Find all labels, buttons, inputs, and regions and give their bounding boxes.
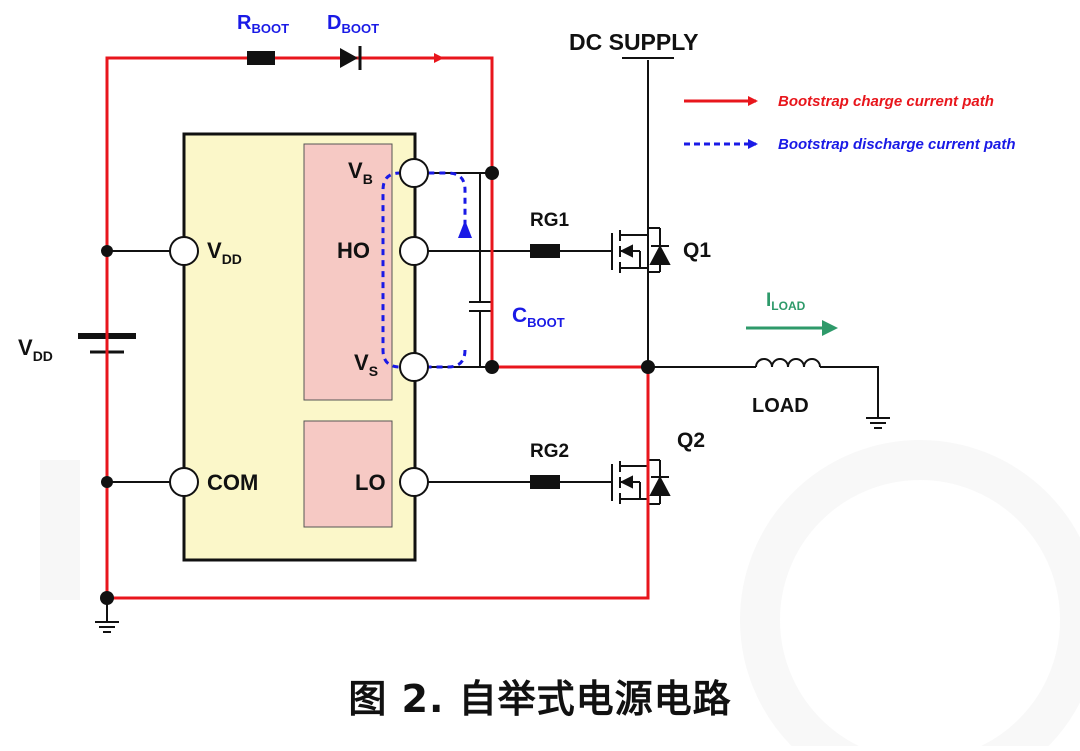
- junction-dots: [100, 166, 655, 605]
- ho-label: HO: [337, 238, 370, 263]
- rg1-label: RG1: [530, 210, 570, 231]
- q1-mosfet: [611, 227, 671, 273]
- q2-mosfet: [611, 459, 671, 505]
- dc-supply-label: DC SUPPLY: [569, 29, 699, 55]
- ground-left: [95, 621, 119, 633]
- low-side-driver-block: [303, 420, 393, 528]
- load-inductor: [755, 358, 821, 368]
- legend: Bootstrap charge current path Bootstrap …: [684, 93, 1016, 153]
- pin-com: [169, 467, 199, 497]
- cboot-label: CBOOT: [512, 304, 565, 330]
- vdd-pin-label: VDD: [207, 238, 242, 267]
- iload-label: ILOAD: [766, 290, 806, 313]
- load-label: LOAD: [752, 395, 809, 417]
- q2-label: Q2: [677, 429, 705, 452]
- ground-load: [866, 417, 890, 429]
- com-label: COM: [207, 470, 258, 495]
- figure-caption: 图 2. 自举式电源电路: [348, 677, 732, 721]
- ic-pins: [169, 158, 429, 497]
- pin-vb: [399, 158, 429, 188]
- rboot-resistor: [247, 51, 275, 65]
- rg2-label: RG2: [530, 441, 569, 462]
- discharge-arrow-icon: [458, 220, 472, 238]
- dboot-diode: [340, 46, 362, 70]
- rg1-resistor: [530, 244, 560, 258]
- pin-vs: [399, 352, 429, 382]
- high-side-driver-block: [303, 143, 393, 401]
- lo-label: LO: [355, 470, 386, 495]
- vs-label: VS: [354, 350, 378, 379]
- legend-charge-label: Bootstrap charge current path: [778, 93, 994, 110]
- pin-ho: [399, 236, 429, 266]
- rboot-label: RBOOT: [237, 12, 289, 36]
- rg2-resistor: [530, 475, 560, 489]
- legend-discharge-label: Bootstrap discharge current path: [778, 136, 1016, 153]
- vdd-source-label: VDD: [18, 335, 53, 364]
- q1-label: Q1: [683, 239, 711, 262]
- watermark: [40, 440, 1080, 751]
- pin-lo: [399, 467, 429, 497]
- pin-vdd: [169, 236, 199, 266]
- vb-label: VB: [348, 158, 373, 187]
- dboot-label: DBOOT: [327, 12, 379, 36]
- cboot-capacitor: [469, 173, 491, 312]
- iload-arrow: [746, 320, 838, 336]
